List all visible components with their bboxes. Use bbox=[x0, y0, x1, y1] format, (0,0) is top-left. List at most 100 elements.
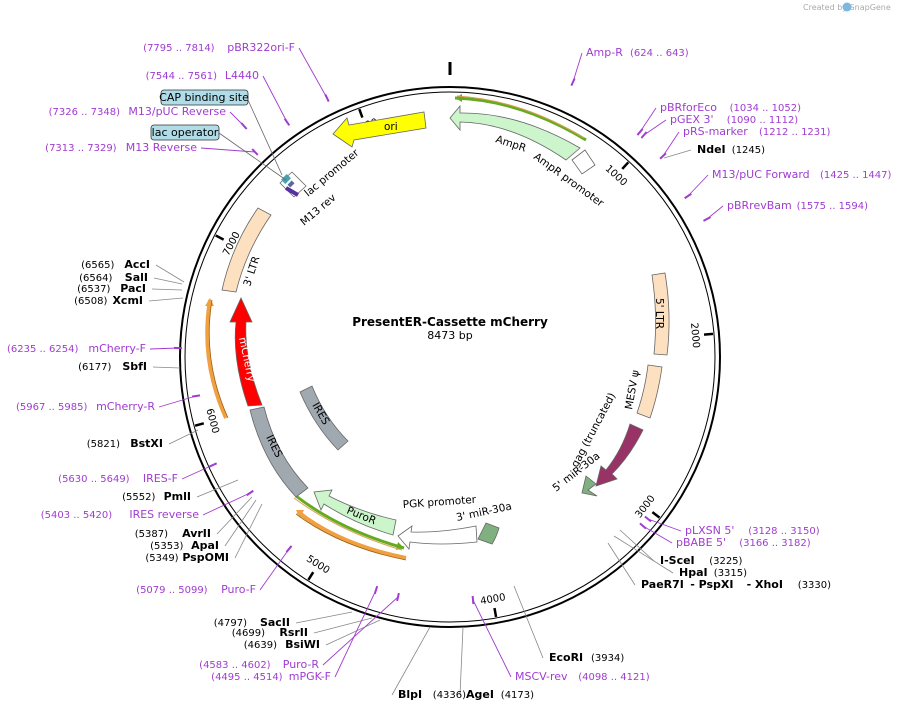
feature-pgk[interactable]: PGK promoter bbox=[397, 494, 478, 550]
primer-name: pRS-marker bbox=[683, 125, 748, 138]
tick-mark bbox=[307, 571, 315, 581]
enzyme-site[interactable]: SacII(4797) bbox=[214, 616, 290, 629]
backbone-outer-ring bbox=[179, 86, 721, 628]
enzyme-site[interactable]: RsrII(4699) bbox=[232, 626, 308, 639]
enzyme-name: AvrII bbox=[182, 527, 211, 540]
primer-site[interactable]: mCherry-F(6235 .. 6254) bbox=[7, 342, 146, 355]
primer-site[interactable]: M13 Reverse(7313 .. 7329) bbox=[45, 141, 197, 154]
primer-site[interactable]: Amp-R(624 .. 643) bbox=[586, 46, 689, 59]
primer-site[interactable]: IRES reverse(5403 .. 5420) bbox=[41, 508, 199, 521]
enzyme-position: (5349) bbox=[145, 553, 178, 564]
enzyme-site[interactable]: SalI(6564) bbox=[79, 271, 148, 284]
enzyme-leader-line bbox=[613, 535, 674, 574]
feature-mesv[interactable]: MESV ψ bbox=[623, 364, 663, 419]
primer-leader-line bbox=[642, 525, 673, 544]
primer-leader-line bbox=[647, 518, 682, 532]
enzyme-site[interactable]: BstXI(5821) bbox=[87, 437, 163, 450]
enzyme-name: RsrII bbox=[279, 626, 308, 639]
feature-mesv-label: MESV ψ bbox=[623, 369, 642, 410]
feature-5ltr[interactable]: 5' LTR bbox=[651, 272, 670, 356]
primer-site[interactable]: pBRrevBam(1575 .. 1594) bbox=[727, 199, 868, 212]
primer-site[interactable]: pBR322ori-F(7795 .. 7814) bbox=[143, 41, 295, 54]
enzyme-leader-line bbox=[168, 429, 199, 445]
feature-lac-region[interactable]: lac promoter M13 rev bbox=[279, 146, 362, 228]
enzyme-site[interactable]: PacI(6537) bbox=[77, 282, 146, 295]
primer-site[interactable]: MSCV-rev(4098 .. 4121) bbox=[515, 670, 650, 683]
box-lacop-label: lac operator bbox=[152, 126, 219, 139]
enzyme-site[interactable]: HpaI(3315) bbox=[679, 566, 747, 579]
feature-mcherry-orf[interactable] bbox=[205, 298, 229, 419]
primer-leader-line bbox=[158, 395, 197, 408]
primer-site[interactable]: pGEX 3'(1090 .. 1112) bbox=[670, 113, 798, 126]
enzyme-leader-line bbox=[151, 288, 183, 291]
primer-site[interactable]: L4440(7544 .. 7561) bbox=[146, 69, 259, 82]
feature-ampr[interactable]: AmpR AmpR promoter bbox=[449, 94, 606, 210]
primer-site[interactable]: Puro-F(5079 .. 5099) bbox=[136, 583, 256, 596]
primer-site[interactable]: pLXSN 5' (3128 .. 3150) bbox=[685, 524, 820, 537]
tick-label: 6000 bbox=[203, 407, 220, 434]
enzyme-site[interactable]: ApaI(5353) bbox=[150, 539, 219, 552]
enzyme-leader-line bbox=[619, 529, 655, 562]
feature-mcherry[interactable]: mCherry bbox=[229, 297, 263, 407]
primer-leader-line bbox=[639, 107, 657, 133]
primer-name: mPGK-F bbox=[289, 670, 331, 683]
primer-site[interactable]: IRES-F(5630 .. 5649) bbox=[58, 472, 178, 485]
primer-range: (624 .. 643) bbox=[630, 48, 689, 59]
enzyme-site[interactable]: AvrII(5387) bbox=[135, 527, 211, 540]
feature-ori[interactable]: ori bbox=[332, 111, 427, 148]
enzyme-position: (3225) bbox=[709, 556, 742, 567]
primer-site[interactable]: mCherry-R(5967 .. 5985) bbox=[16, 400, 155, 413]
enzyme-position: (6537) bbox=[77, 284, 110, 295]
enzyme-name: AccI bbox=[124, 258, 150, 271]
primer-range: (3128 .. 3150) bbox=[748, 526, 820, 537]
enzyme-site[interactable]: I-SceI(3225) bbox=[660, 554, 743, 567]
primer-mark bbox=[640, 131, 648, 139]
tick-mark bbox=[493, 607, 498, 618]
primer-site[interactable]: pRS-marker (1212 .. 1231) bbox=[683, 125, 831, 138]
enzyme-site[interactable]: PmlI(5552) bbox=[122, 490, 191, 503]
primer-range: (7313 .. 7329) bbox=[45, 143, 117, 154]
primer-site[interactable]: pBRforEco(1034 .. 1052) bbox=[660, 101, 801, 114]
primer-name: M13/pUC Reverse bbox=[128, 105, 226, 118]
primer-leader-line bbox=[262, 75, 288, 123]
primer-mark bbox=[570, 77, 576, 87]
box-cap-label: CAP binding site bbox=[159, 91, 249, 104]
enzyme-name: AgeI bbox=[466, 688, 494, 701]
enzyme-site[interactable]: BlpI(4336) bbox=[398, 688, 466, 701]
feature-ires-2[interactable]: IRES bbox=[249, 406, 309, 498]
primer-range: (5967 .. 5985) bbox=[16, 402, 88, 413]
enzyme-name: EcoRI bbox=[549, 651, 583, 664]
primer-site[interactable]: M13/pUC Forward(1425 .. 1447) bbox=[712, 168, 892, 181]
primer-site[interactable]: Puro-R(4583 .. 4602) bbox=[199, 658, 319, 671]
feature-puror[interactable]: PuroR bbox=[293, 489, 407, 561]
primer-range: (1212 .. 1231) bbox=[759, 127, 831, 138]
enzyme-site[interactable]: SbfI(6177) bbox=[78, 360, 147, 373]
primer-site[interactable]: mPGK-F(4495 .. 4514) bbox=[211, 670, 331, 683]
enzyme-leader-line bbox=[295, 611, 353, 624]
enzyme-position: (5552) bbox=[122, 492, 155, 503]
enzyme-site[interactable]: AgeI(4173) bbox=[466, 688, 534, 701]
enzyme-site[interactable]: XcmI(6508) bbox=[74, 294, 143, 307]
enzyme-name: SalI bbox=[125, 271, 148, 284]
enzyme-site[interactable]: EcoRI(3934) bbox=[549, 651, 624, 664]
enzyme-leader-line bbox=[216, 496, 253, 535]
enzyme-site[interactable]: NdeI(1245) bbox=[697, 143, 765, 156]
box-lac-operator[interactable]: lac operator bbox=[150, 124, 287, 181]
enzyme-site[interactable]: PspOMI(5349) bbox=[145, 551, 229, 564]
primer-site[interactable]: pBABE 5'(3166 .. 3182) bbox=[676, 536, 811, 549]
enzyme-name: - XhoI bbox=[747, 578, 783, 591]
enzyme-site[interactable]: PaeR7I- PspXI- XhoI(3330) bbox=[641, 578, 831, 591]
primer-leader-line bbox=[322, 596, 399, 666]
enzyme-name: XcmI bbox=[112, 294, 143, 307]
primer-mark bbox=[240, 122, 248, 130]
primer-mark bbox=[644, 515, 652, 523]
box-cap-binding-site[interactable]: CAP binding site bbox=[159, 89, 283, 176]
feature-ires-1[interactable]: IRES bbox=[299, 385, 349, 451]
enzyme-site[interactable]: BsiWI(4639) bbox=[244, 638, 320, 651]
primer-mark bbox=[703, 216, 711, 222]
primer-mark bbox=[283, 118, 291, 126]
primer-site[interactable]: M13/pUC Reverse(7326 .. 7348) bbox=[49, 105, 227, 118]
enzyme-site[interactable]: AccI(6565) bbox=[81, 258, 150, 271]
primer-name: pLXSN 5' bbox=[685, 524, 734, 537]
